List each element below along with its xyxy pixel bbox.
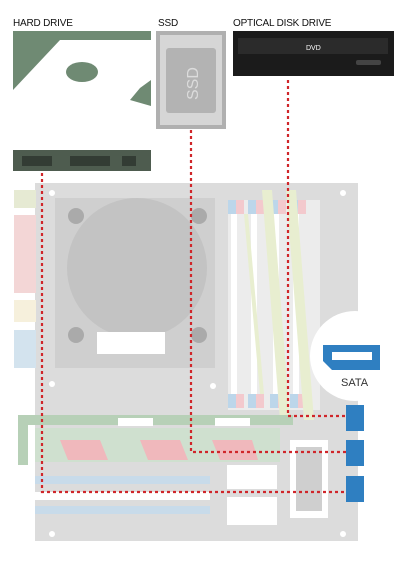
dvd-label: DVD	[306, 45, 321, 52]
sata-label: SATA	[341, 377, 369, 389]
sata-port-1	[346, 405, 364, 431]
motherboard	[14, 183, 364, 541]
ssd-label: SSD	[158, 18, 178, 29]
io-port	[14, 215, 36, 293]
optical-disk-drive: DVD	[233, 31, 394, 76]
cpu-fan	[67, 198, 207, 338]
ssd: SSD	[156, 31, 226, 129]
optical-drive-label: OPTICAL DISK DRIVE	[233, 18, 332, 29]
connector-lines	[40, 80, 346, 494]
io-port	[14, 300, 36, 322]
hard-drive	[13, 31, 151, 171]
expansion-slots	[18, 415, 293, 514]
ram-slots	[228, 190, 320, 420]
sata-callout: SATA	[310, 311, 400, 401]
ssd-face-label: SSD	[185, 67, 202, 100]
io-port	[14, 330, 36, 368]
hard-drive-label: HARD DRIVE	[13, 18, 73, 29]
sata-port-2	[346, 440, 364, 466]
sata-port-3	[346, 476, 364, 502]
io-port	[14, 190, 36, 208]
hdd-connector-line	[40, 173, 346, 494]
odd-connector-line	[286, 80, 346, 418]
